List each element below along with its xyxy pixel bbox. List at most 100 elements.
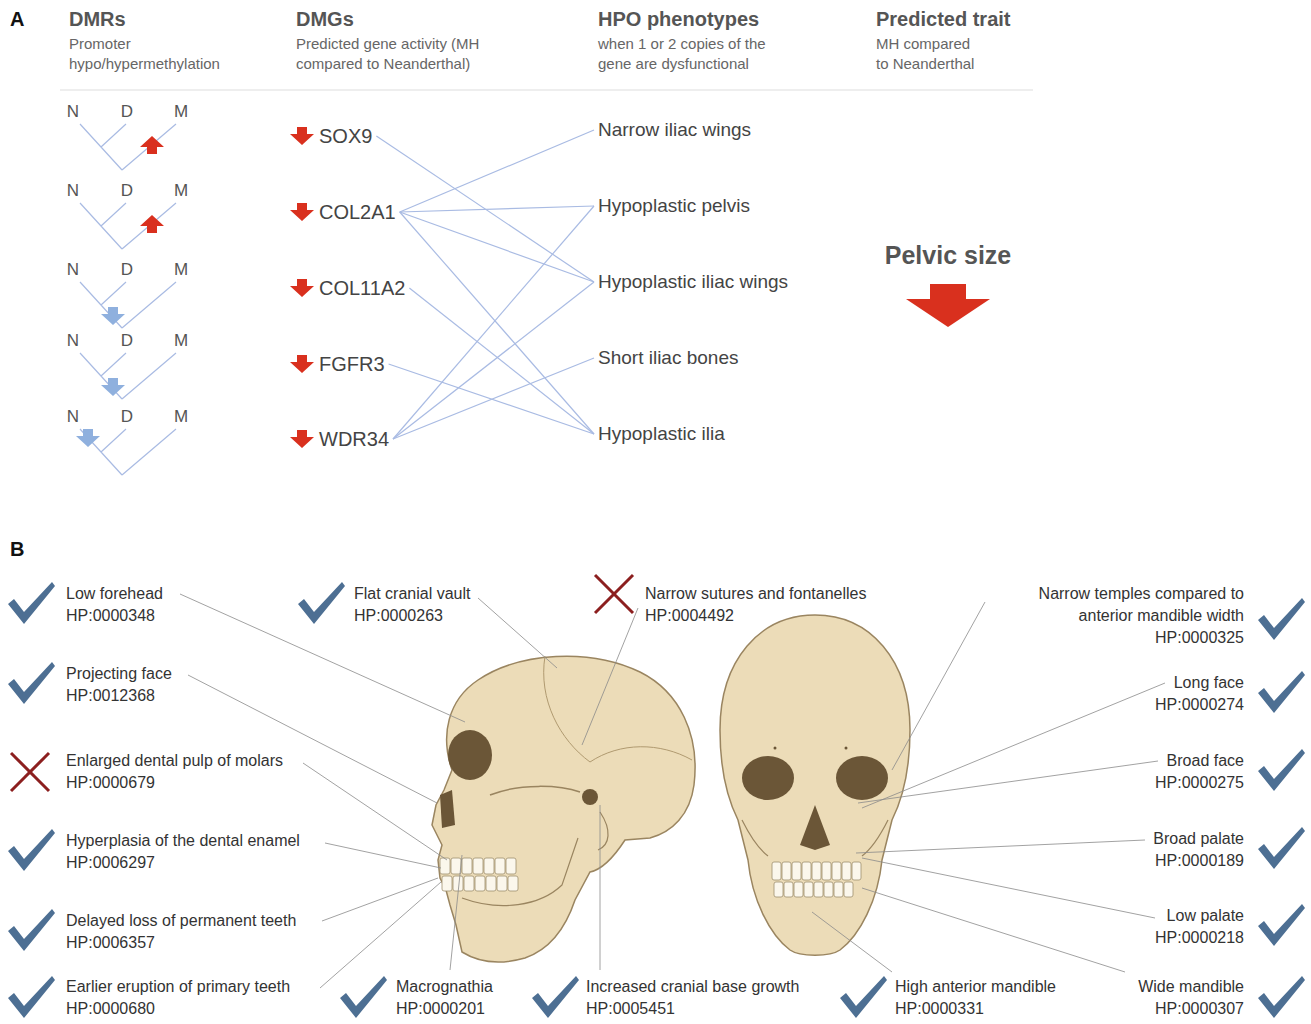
- column-title: HPO phenotypes: [598, 7, 759, 31]
- cross-mark: [595, 575, 633, 613]
- phenotype-term: Macrognathia: [396, 976, 493, 998]
- phenotype-term: Narrow sutures and fontanelles: [645, 583, 866, 605]
- phenotype-callout: Hyperplasia of the dental enamelHP:00062…: [66, 830, 300, 874]
- hypomethylation-arrow: [76, 429, 100, 447]
- hpo-id: HP:0000680: [66, 998, 155, 1020]
- gene-node: WDR34: [285, 425, 393, 453]
- taxon-letter: M: [174, 407, 188, 427]
- taxon-letter: N: [67, 260, 79, 280]
- gene-activity-arrow: [289, 202, 315, 222]
- check-mark: [1258, 671, 1305, 713]
- taxon-letter: D: [121, 260, 133, 280]
- gene-activity-arrow: [289, 354, 315, 374]
- phenotype-callout: MacrognathiaHP:0000201: [396, 976, 493, 1020]
- hpo-id: HP:0000189: [1155, 850, 1244, 872]
- hpo-id: HP:0004492: [645, 605, 734, 627]
- hpo-id: HP:0000307: [1155, 998, 1244, 1020]
- check-mark: [8, 582, 55, 624]
- taxon-letter: D: [121, 102, 133, 122]
- lateral-skull: [432, 656, 695, 962]
- panel-letter: B: [10, 537, 24, 561]
- hpo-id: HP:0000274: [1155, 694, 1244, 716]
- check-mark: [1258, 976, 1305, 1018]
- gene-phenotype-link: [400, 206, 594, 212]
- phylogeny-trees: [80, 124, 176, 475]
- taxon-letter: N: [67, 331, 79, 351]
- phenotype-term: Projecting face: [66, 663, 172, 685]
- gene-name: WDR34: [319, 427, 389, 451]
- gene-node: COL11A2: [285, 274, 409, 302]
- gene-name: SOX9: [319, 124, 372, 148]
- phenotype-name: Hypoplastic pelvis: [598, 194, 750, 218]
- column-subtitle: Predicted gene activity (MH compared to …: [296, 34, 486, 74]
- phenotype-callout: Low palateHP:0000218: [1155, 905, 1244, 949]
- phenotype-callout: Increased cranial base growthHP:0005451: [586, 976, 799, 1020]
- taxon-letter: M: [174, 102, 188, 122]
- phenotype-name: Narrow iliac wings: [598, 118, 751, 142]
- check-mark: [1258, 904, 1305, 946]
- leader-lines: [180, 594, 1165, 988]
- phenotype-name: Hypoplastic iliac wings: [598, 270, 788, 294]
- phenotype-callout: High anterior mandibleHP:0000331: [895, 976, 1056, 1020]
- hpo-id: HP:0005451: [586, 998, 675, 1020]
- phenotype-term: Hyperplasia of the dental enamel: [66, 830, 300, 852]
- taxon-letter: D: [121, 407, 133, 427]
- taxon-letter: D: [121, 181, 133, 201]
- phenotype-node: Narrow iliac wings: [594, 116, 755, 144]
- phenotype-name: Hypoplastic ilia: [598, 422, 725, 446]
- phenotype-term: Narrow temples compared to anterior mand…: [1029, 583, 1244, 627]
- cross-mark: [11, 753, 49, 791]
- phenotype-term: Low palate: [1167, 905, 1244, 927]
- panel-letter: A: [10, 7, 24, 31]
- hypomethylation-arrow: [101, 307, 125, 325]
- gene-phenotype-link: [376, 136, 594, 282]
- gene-activity-arrow: [289, 429, 315, 449]
- phenotype-term: Flat cranial vault: [354, 583, 471, 605]
- phenotype-callout: Projecting faceHP:0012368: [66, 663, 172, 707]
- check-mark: [8, 829, 55, 871]
- phenotype-term: Broad palate: [1153, 828, 1244, 850]
- phenotype-node: Hypoplastic pelvis: [594, 192, 754, 220]
- check-mark: [1258, 749, 1305, 791]
- taxon-letter: N: [67, 102, 79, 122]
- phenotype-callout: Delayed loss of permanent teethHP:000635…: [66, 910, 296, 954]
- taxon-letter: M: [174, 181, 188, 201]
- column-title: DMGs: [296, 7, 354, 31]
- taxon-letter: D: [121, 331, 133, 351]
- hpo-id: HP:0006357: [66, 932, 155, 954]
- hpo-id: HP:0000325: [1155, 627, 1244, 649]
- gene-phenotype-link: [400, 130, 594, 212]
- phenotype-callout: Low foreheadHP:0000348: [66, 583, 163, 627]
- column-subtitle: MH compared to Neanderthal: [876, 34, 980, 74]
- gene-name: COL2A1: [319, 200, 396, 224]
- hpo-id: HP:0006297: [66, 852, 155, 874]
- phenotype-callout: Broad palateHP:0000189: [1153, 828, 1244, 872]
- column-title: Predicted trait: [876, 7, 1010, 31]
- gene-phenotype-link: [393, 206, 594, 439]
- phenotype-term: Long face: [1174, 672, 1244, 694]
- phenotype-term: Low forehead: [66, 583, 163, 605]
- phenotype-callout: Enlarged dental pulp of molarsHP:0000679: [66, 750, 283, 794]
- check-mark: [840, 976, 887, 1018]
- phenotype-callout: Wide mandibleHP:0000307: [1138, 976, 1244, 1020]
- check-mark: [532, 976, 579, 1018]
- column-subtitle: when 1 or 2 copies of the gene are dysfu…: [598, 34, 783, 74]
- check-mark: [340, 976, 387, 1018]
- hypermethylation-arrow: [140, 215, 164, 233]
- gene-phenotype-link: [393, 282, 594, 439]
- phenotype-term: Increased cranial base growth: [586, 976, 799, 998]
- gene-phenotype-link: [393, 358, 594, 439]
- phenotype-callout: Flat cranial vaultHP:0000263: [354, 583, 471, 627]
- taxon-letter: M: [174, 260, 188, 280]
- gene-activity-arrow: [289, 278, 315, 298]
- phenotype-node: Hypoplastic ilia: [594, 420, 729, 448]
- hpo-id: HP:0000218: [1155, 927, 1244, 949]
- phenotype-callout: Long faceHP:0000274: [1155, 672, 1244, 716]
- phenotype-callout: Broad faceHP:0000275: [1155, 750, 1244, 794]
- phenotype-name: Short iliac bones: [598, 346, 738, 370]
- phenotype-term: Broad face: [1167, 750, 1244, 772]
- gene-phenotype-link: [400, 212, 594, 282]
- gene-node: COL2A1: [285, 198, 400, 226]
